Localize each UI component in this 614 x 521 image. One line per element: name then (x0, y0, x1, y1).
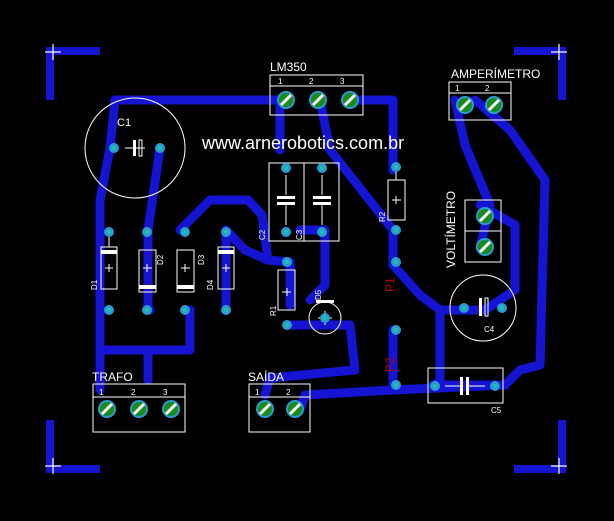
capacitor-c4 (449, 274, 517, 342)
svg-text:3: 3 (163, 388, 168, 397)
svg-text:1: 1 (455, 84, 460, 93)
label-trafo: TRAFO (92, 370, 133, 384)
lm350-regulator (269, 74, 364, 116)
label-d4: D4 (206, 279, 215, 290)
svg-text:2: 2 (131, 388, 136, 397)
website-url: www.arnerobotics.com.br (201, 133, 404, 153)
label-p1: P1 (383, 277, 397, 292)
label-r2: R2 (378, 211, 387, 222)
svg-text:2: 2 (286, 388, 291, 397)
svg-text:1: 1 (278, 77, 283, 86)
board-corner-marks (45, 44, 567, 474)
label-d3: D3 (197, 254, 206, 265)
capacitor-c1 (84, 97, 186, 199)
resistor-r2 (387, 162, 406, 235)
label-saida: SAÍDA (248, 369, 284, 384)
diode-d2 (138, 227, 157, 315)
pin-numbers: 1 2 3 1 2 1 2 3 1 2 (99, 77, 490, 397)
label-c5: C5 (491, 406, 502, 415)
amperimetro-connector (448, 81, 512, 121)
trafo-connector (92, 383, 186, 433)
diode-d4 (217, 227, 235, 315)
capacitor-c5 (427, 367, 504, 404)
copper-traces (95, 95, 550, 415)
label-r1: R1 (269, 305, 278, 316)
capacitor-c3 (303, 162, 340, 242)
label-voltimetro: VOLTÍMETRO (443, 191, 458, 268)
diode-d3 (176, 227, 195, 315)
label-amperimetro: AMPERÍMETRO (451, 66, 540, 81)
svg-text:1: 1 (99, 388, 104, 397)
saida-connector (248, 383, 311, 433)
led-d5 (308, 300, 342, 335)
label-c3: C3 (295, 229, 304, 240)
diode-d1 (100, 227, 118, 315)
resistor-r1 (277, 257, 296, 330)
label-c4: C4 (484, 325, 495, 334)
svg-text:3: 3 (340, 77, 345, 86)
label-c2: C2 (258, 229, 267, 240)
label-c1: C1 (117, 117, 131, 129)
svg-text:2: 2 (485, 84, 490, 93)
label-d2: D2 (156, 254, 165, 265)
svg-text:1: 1 (255, 388, 260, 397)
label-d1: D1 (90, 279, 99, 290)
voltimetro-connector (464, 199, 502, 263)
label-lm350: LM350 (270, 60, 307, 74)
label-d5: D5 (314, 289, 323, 300)
label-p2: P2 (383, 357, 397, 372)
svg-text:2: 2 (309, 77, 314, 86)
